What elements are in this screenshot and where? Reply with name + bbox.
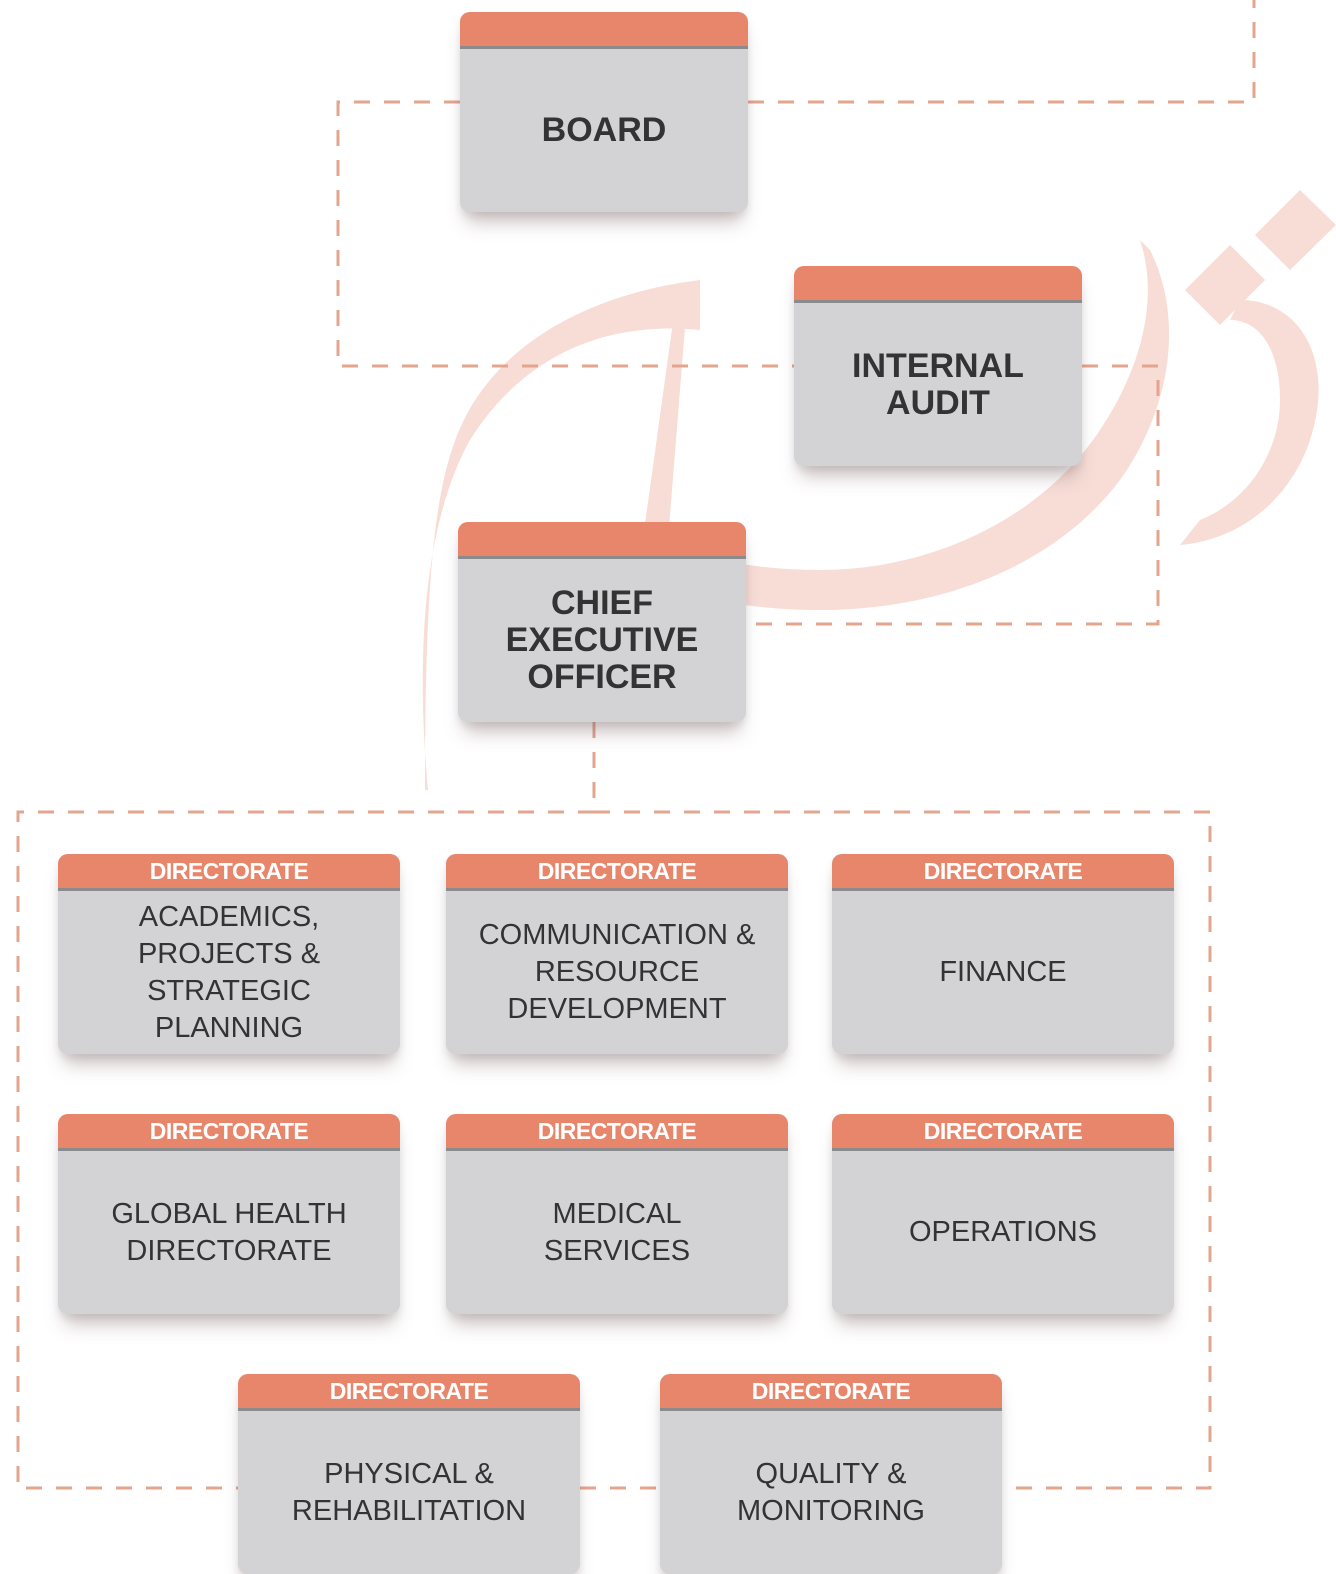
ceo-card: CHIEF EXECUTIVE OFFICER: [458, 522, 746, 722]
directorate-card: DIRECTORATE OPERATIONS: [832, 1114, 1174, 1314]
directorate-header: DIRECTORATE: [238, 1374, 580, 1411]
directorate-name: ACADEMICS, PROJECTS & STRATEGIC PLANNING: [137, 900, 321, 1044]
directorate-name: PHYSICAL & REHABILITATION: [291, 1457, 527, 1527]
ceo-title: CHIEF EXECUTIVE OFFICER: [505, 584, 699, 696]
directorate-header: DIRECTORATE: [58, 854, 400, 891]
directorate-header: DIRECTORATE: [660, 1374, 1002, 1411]
board-left-connector: [336, 100, 796, 368]
directorate-header: DIRECTORATE: [58, 1114, 400, 1151]
audit-ceo-connector: [748, 364, 1160, 626]
board-card: BOARD: [460, 12, 748, 212]
directorate-name: OPERATIONS: [909, 1216, 1097, 1248]
directorate-card: DIRECTORATE PHYSICAL & REHABILITATION: [238, 1374, 580, 1574]
directorate-card: DIRECTORATE FINANCE: [832, 854, 1174, 1054]
directorate-header: DIRECTORATE: [446, 1114, 788, 1151]
directorate-card: DIRECTORATE MEDICAL SERVICES: [446, 1114, 788, 1314]
board-title: BOARD: [541, 111, 667, 149]
card-header-bar: [458, 522, 746, 559]
card-header-bar: [460, 12, 748, 49]
card-header-bar: [794, 266, 1082, 303]
directorate-card: DIRECTORATE QUALITY & MONITORING: [660, 1374, 1002, 1574]
directorates-frame-right: [594, 810, 1212, 1490]
directorate-name: MEDICAL SERVICES: [543, 1197, 691, 1267]
directorate-header: DIRECTORATE: [446, 854, 788, 891]
directorate-name: COMMUNICATION & RESOURCE DEVELOPMENT: [478, 919, 756, 1025]
directorate-name: GLOBAL HEALTH DIRECTORATE: [111, 1197, 347, 1267]
directorate-name: QUALITY & MONITORING: [737, 1457, 925, 1527]
directorate-card: DIRECTORATE ACADEMICS, PROJECTS & STRATE…: [58, 854, 400, 1054]
directorates-frame: [16, 810, 594, 1490]
directorate-name: FINANCE: [939, 956, 1067, 988]
board-right-connector: [748, 0, 1256, 104]
internal-audit-card: INTERNAL AUDIT: [794, 266, 1082, 466]
directorate-card: DIRECTORATE COMMUNICATION & RESOURCE DEV…: [446, 854, 788, 1054]
directorate-card: DIRECTORATE GLOBAL HEALTH DIRECTORATE: [58, 1114, 400, 1314]
directorate-header: DIRECTORATE: [832, 854, 1174, 891]
internal-audit-title: INTERNAL AUDIT: [852, 346, 1024, 422]
directorate-header: DIRECTORATE: [832, 1114, 1174, 1151]
